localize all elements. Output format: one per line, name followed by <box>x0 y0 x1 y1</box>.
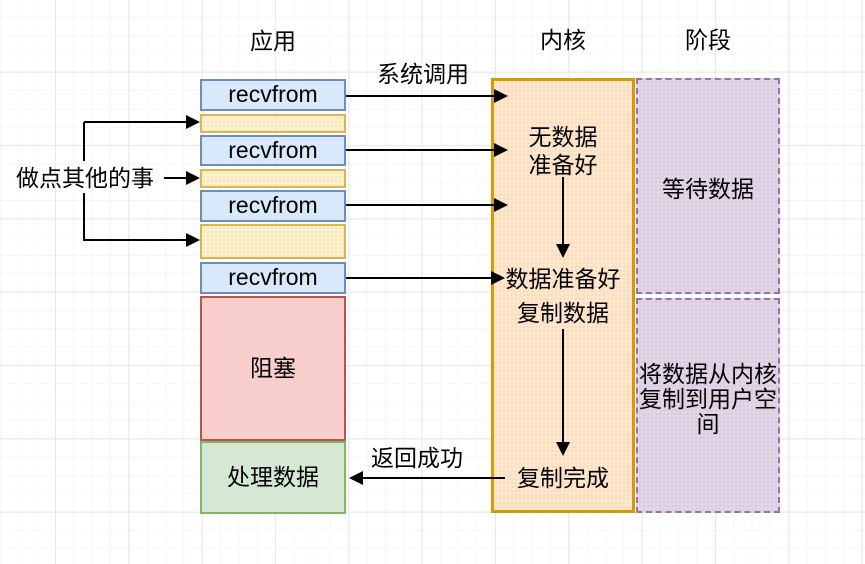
copy-to-user-text: 将数据从内核 复制到用户空 间 <box>639 361 777 437</box>
branch-middle-arrowhead-icon <box>186 171 200 185</box>
copy-complete-text: 复制完成 <box>517 465 609 491</box>
branch-top-arrow-line <box>84 121 186 123</box>
recvfrom-label: recvfrom <box>228 136 318 163</box>
kernel-wait-arrow-line <box>562 177 564 244</box>
gap-box-2 <box>200 169 346 188</box>
stage-column-header: 阶段 <box>685 27 731 53</box>
app-column-header: 应用 <box>250 28 296 54</box>
kernel-column-header: 内核 <box>540 27 586 53</box>
branch-bottom-arrow-line <box>84 239 186 241</box>
gap-box-1 <box>200 114 346 133</box>
recvfrom-box-1: recvfrom <box>200 79 346 111</box>
kernel-box <box>491 78 635 513</box>
kernel-wait-arrowhead-icon <box>556 244 570 258</box>
return-success-label: 返回成功 <box>371 445 463 471</box>
recvfrom-box-3: recvfrom <box>200 190 346 222</box>
recvfrom2-arrowhead-icon <box>494 143 508 157</box>
system-call-label: 系统调用 <box>377 61 469 87</box>
branch-upper-vline <box>83 122 85 161</box>
blocking-box: 阻塞 <box>200 296 346 441</box>
recvfrom3-arrowhead-icon <box>494 198 508 212</box>
recvfrom4-arrow-line <box>346 277 491 279</box>
branch-middle-arrow-line <box>164 177 186 179</box>
copy-data-text: 复制数据 <box>517 300 609 326</box>
recvfrom3-arrow-line <box>346 204 494 206</box>
blocking-label: 阻塞 <box>250 354 296 381</box>
return-arrowhead-icon <box>349 471 363 485</box>
no-data-ready-text: 无数据 准备好 <box>528 124 598 178</box>
data-ready-text: 数据准备好 <box>505 266 621 292</box>
stage-copy-box <box>636 298 780 513</box>
kernel-copy-arrowhead-icon <box>556 442 570 456</box>
branch-bottom-arrowhead-icon <box>186 233 200 247</box>
process-data-label: 处理数据 <box>227 463 319 490</box>
process-data-box: 处理数据 <box>200 441 346 514</box>
recvfrom-box-2: recvfrom <box>200 135 346 166</box>
recvfrom-label: recvfrom <box>228 81 318 108</box>
syscall-arrow-line <box>346 95 494 97</box>
stage-wait-box <box>636 78 780 294</box>
recvfrom-label: recvfrom <box>228 192 318 219</box>
recvfrom4-arrowhead-icon <box>491 271 505 285</box>
kernel-copy-arrow-line <box>562 329 564 442</box>
recvfrom-label: recvfrom <box>228 264 318 291</box>
waiting-data-text: 等待数据 <box>662 176 754 202</box>
recvfrom-box-4: recvfrom <box>200 262 346 294</box>
return-arrow-line <box>363 477 505 479</box>
do-other-things-label: 做点其他的事 <box>16 165 154 191</box>
gap-box-3 <box>200 224 346 259</box>
branch-lower-vline <box>83 193 85 241</box>
syscall-arrowhead-icon <box>494 89 508 103</box>
recvfrom2-arrow-line <box>346 149 494 151</box>
branch-top-arrowhead-icon <box>186 115 200 129</box>
